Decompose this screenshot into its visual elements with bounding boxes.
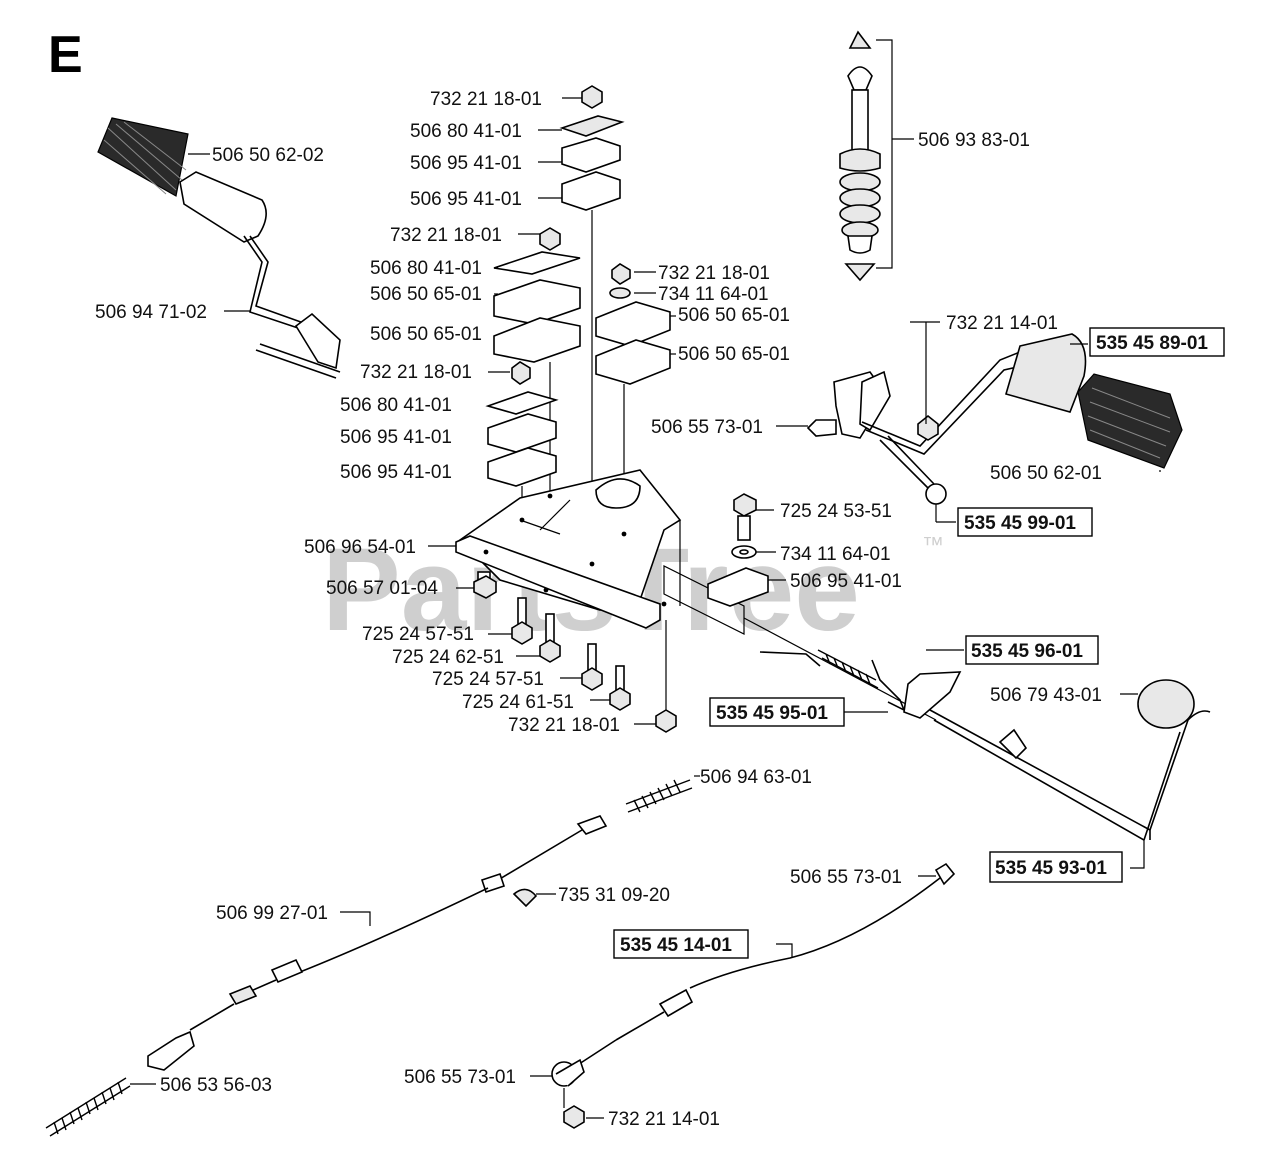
cable-assembly-left	[45, 779, 693, 1137]
shock-absorber	[839, 30, 881, 282]
label-506-50-65-01-d: 506 50 65-01	[678, 344, 790, 365]
part-labels: 732 21 18-01 506 80 41-01 506 95 41-01 5…	[95, 89, 1225, 1130]
label-535-45-14-01: 535 45 14-01	[620, 935, 732, 956]
label-box-535-45-99-01	[957, 507, 1093, 537]
label-506-57-01-04: 506 57 01-04	[326, 578, 438, 599]
label-506-55-73-01-a: 506 55 73-01	[651, 417, 763, 438]
label-725-24-57-51-a: 725 24 57-51	[362, 624, 474, 645]
label-506-53-56-03: 506 53 56-03	[160, 1075, 272, 1096]
brake-pedal-assembly	[97, 117, 341, 379]
label-732-21-18-01-c: 732 21 18-01	[360, 362, 472, 383]
label-506-79-43-01: 506 79 43-01	[990, 685, 1102, 706]
upper-block-stack	[538, 85, 625, 560]
label-535-45-95-01: 535 45 95-01	[716, 703, 828, 724]
label-box-535-45-96-01	[965, 635, 1099, 665]
label-725-24-57-51-b: 725 24 57-51	[432, 669, 544, 690]
label-506-55-73-01-b: 506 55 73-01	[790, 867, 902, 888]
label-735-31-09-20: 735 31 09-20	[558, 885, 670, 906]
label-506-50-65-01-a: 506 50 65-01	[370, 284, 482, 305]
label-506-94-63-01: 506 94 63-01	[700, 767, 812, 788]
plate-bolts	[456, 571, 677, 733]
pedal-sleeve	[179, 171, 267, 243]
label-734-11-64-01-a: 734 11 64-01	[658, 284, 769, 305]
label-506-50-65-01-b: 506 50 65-01	[370, 324, 482, 345]
main-bracket-plate	[455, 469, 745, 635]
label-732-21-14-01-a: 732 21 14-01	[946, 313, 1058, 334]
label-506-50-62-02: 506 50 62-02	[212, 145, 324, 166]
side-bolt-stack	[707, 493, 786, 607]
label-732-21-18-01-b: 732 21 18-01	[390, 225, 502, 246]
label-506-95-41-01-e: 506 95 41-01	[790, 571, 902, 592]
label-732-21-18-01-a: 732 21 18-01	[430, 89, 542, 110]
label-734-11-64-01-b: 734 11 64-01	[780, 544, 891, 565]
label-725-24-61-51: 725 24 61-51	[462, 692, 574, 713]
label-725-24-53-51: 725 24 53-51	[780, 501, 892, 522]
label-506-95-41-01-d: 506 95 41-01	[340, 462, 452, 483]
lower-left-block-stack	[485, 361, 559, 520]
label-506-95-41-01-c: 506 95 41-01	[340, 427, 452, 448]
label-box-535-45-89-01	[1089, 327, 1225, 357]
label-506-55-73-01-c: 506 55 73-01	[404, 1067, 516, 1088]
label-box-535-45-95-01	[709, 697, 845, 727]
label-506-50-62-01: 506 50 62-01	[990, 463, 1102, 484]
control-lever-assembly	[743, 617, 1211, 841]
label-506-80-41-01-c: 506 80 41-01	[340, 395, 452, 416]
label-box-535-45-93-01	[989, 851, 1123, 883]
label-506-96-54-01: 506 96 54-01	[304, 537, 416, 558]
mid-left-block-stack	[493, 227, 581, 494]
label-732-21-18-01-e: 732 21 18-01	[508, 715, 620, 736]
label-506-95-41-01-a: 506 95 41-01	[410, 153, 522, 174]
label-535-45-89-01: 535 45 89-01	[1096, 333, 1208, 354]
label-535-45-93-01: 535 45 93-01	[995, 858, 1107, 879]
section-letter: E	[48, 26, 83, 84]
label-506-93-83-01: 506 93 83-01	[918, 130, 1030, 151]
label-506-80-41-01-b: 506 80 41-01	[370, 258, 482, 279]
cable-assembly-right	[551, 862, 956, 1129]
label-535-45-96-01: 535 45 96-01	[971, 641, 1083, 662]
label-box-535-45-14-01	[613, 929, 749, 959]
label-506-99-27-01: 506 99 27-01	[216, 903, 328, 924]
drive-pedal-assembly	[806, 333, 1183, 505]
label-506-95-41-01-b: 506 95 41-01	[410, 189, 522, 210]
watermark-trademark: ™	[922, 532, 944, 557]
label-732-21-18-01-d: 732 21 18-01	[658, 263, 770, 284]
label-535-45-99-01: 535 45 99-01	[964, 513, 1076, 534]
pedal-pad-left	[97, 117, 189, 197]
label-506-80-41-01-a: 506 80 41-01	[410, 121, 522, 142]
label-725-24-62-51: 725 24 62-51	[392, 647, 504, 668]
label-732-21-14-01-b: 732 21 14-01	[608, 1109, 720, 1130]
label-506-94-71-02: 506 94 71-02	[95, 302, 207, 323]
label-506-50-65-01-c: 506 50 65-01	[678, 305, 790, 326]
pedal-arm-bracket	[294, 312, 341, 370]
